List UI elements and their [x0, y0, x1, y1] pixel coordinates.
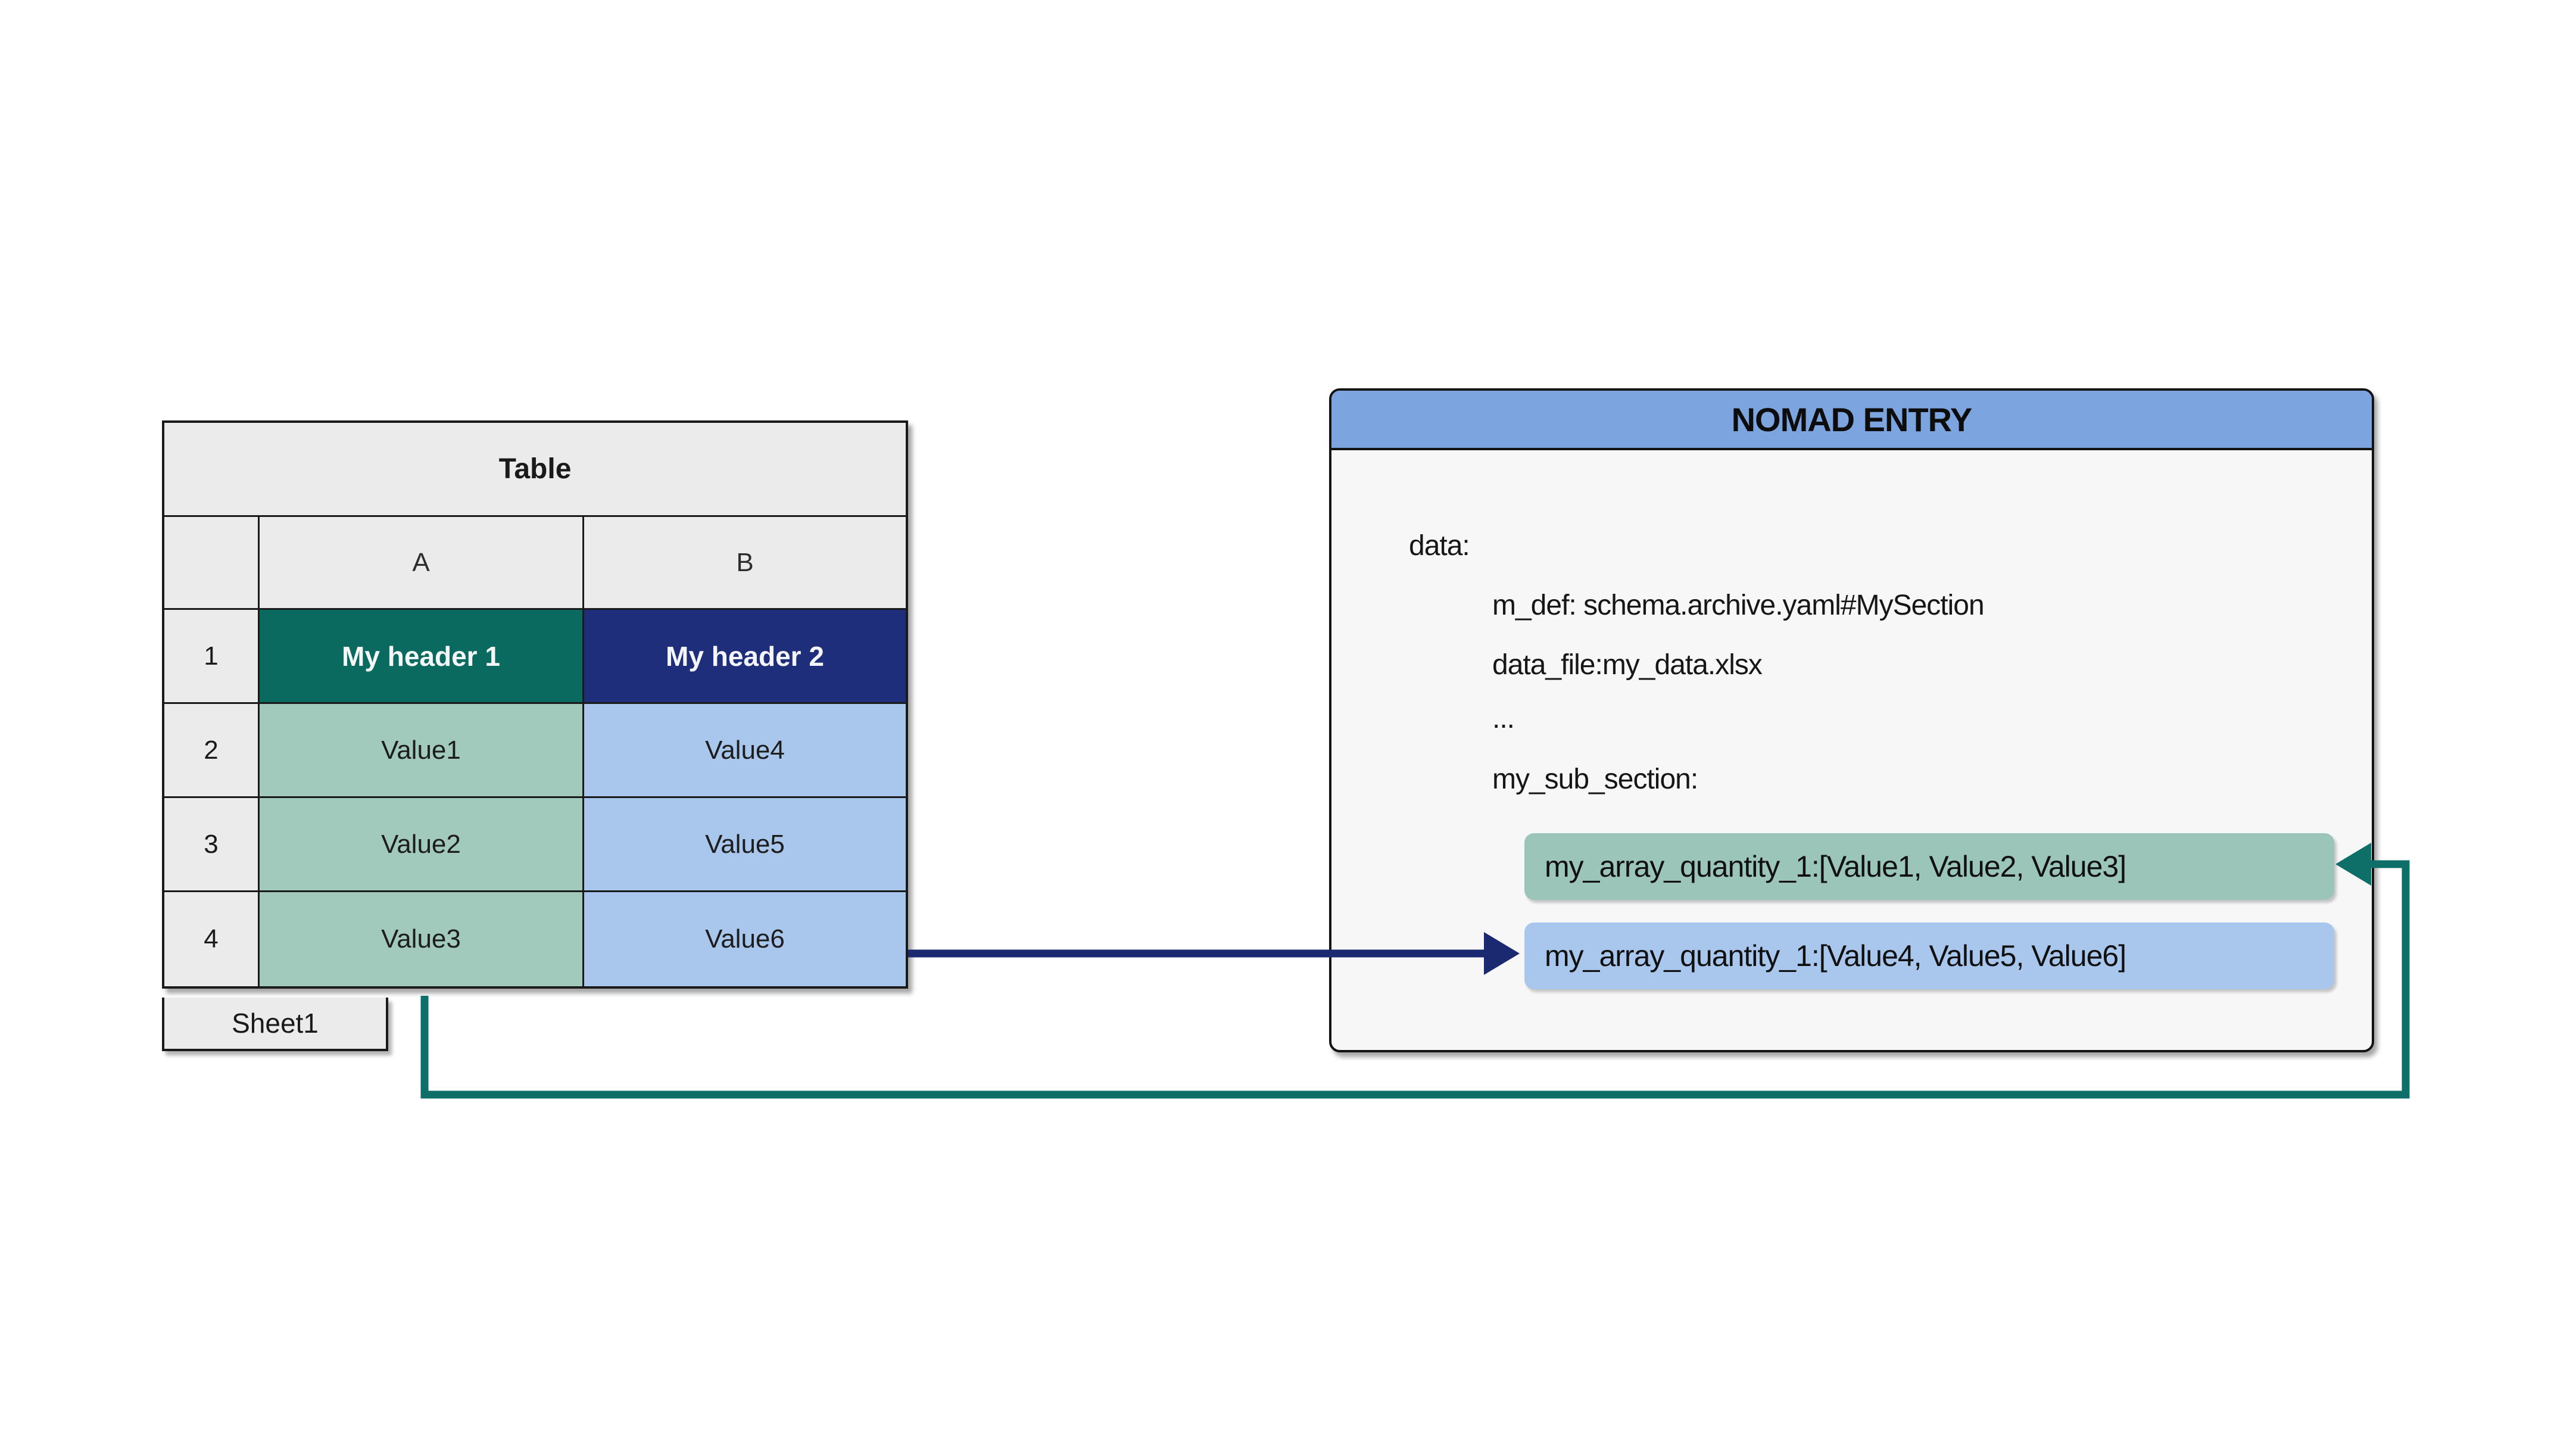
cell-b3: Value5: [584, 798, 906, 892]
row-number: 1: [164, 610, 260, 704]
yaml-line-data-file: data_file:my_data.xlsx: [1492, 649, 1763, 681]
yaml-line-ellipsis: ...: [1492, 703, 1515, 734]
row-number: 3: [164, 798, 260, 892]
cell-b1-my-header-2: My header 2: [584, 610, 906, 704]
row-number: 4: [164, 892, 260, 986]
array-quantity-blue-highlight: my_array_quantity_1:[Value4, Value5, Val…: [1524, 923, 2334, 989]
table-title: Table: [164, 423, 906, 517]
column-header-a: A: [260, 517, 584, 610]
column-header-b: B: [584, 517, 906, 610]
yaml-line-m-def: m_def: schema.archive.yaml#MySection: [1492, 590, 1985, 621]
spreadsheet-table: Table A B 1 My header 1 My header 2 2 Va…: [162, 420, 908, 989]
array-quantity-green-highlight: my_array_quantity_1:[Value1, Value2, Val…: [1524, 833, 2334, 900]
row-number: 2: [164, 704, 260, 798]
cell-b2: Value4: [584, 704, 906, 798]
nomad-entry-title: NOMAD ENTRY: [1331, 391, 2372, 450]
cell-a3: Value2: [260, 798, 584, 892]
cell-a2: Value1: [260, 704, 584, 798]
cell-a4: Value3: [260, 892, 584, 986]
nomad-entry-box: NOMAD ENTRY data: m_def: schema.archive.…: [1329, 388, 2374, 1052]
sheet-tab: Sheet1: [162, 998, 388, 1051]
yaml-line-data: data:: [1409, 530, 1470, 562]
corner-cell: [164, 517, 260, 610]
cell-b4: Value6: [584, 892, 906, 986]
cell-a1-my-header-1: My header 1: [260, 610, 584, 704]
yaml-line-my-sub-section: my_sub_section:: [1492, 764, 1698, 795]
